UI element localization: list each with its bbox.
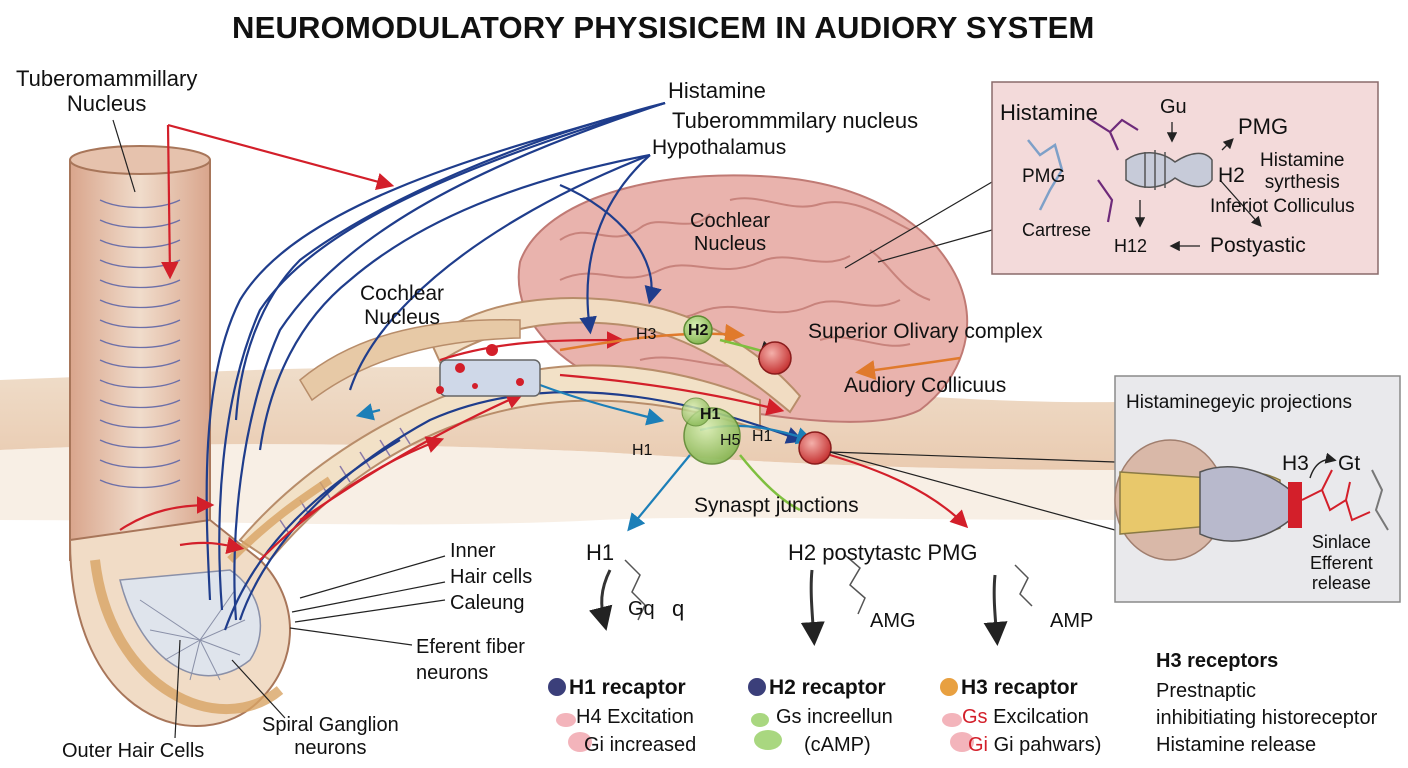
label-tuberommmilary-nucleus: Tuberommmilary nucleus xyxy=(672,108,919,133)
label-center-h1-right: H1 xyxy=(752,428,773,445)
label-synapse-h3: H3 xyxy=(636,326,657,343)
inset-top-synapse xyxy=(1125,150,1213,190)
cochlea-fan-lines xyxy=(139,589,246,681)
label-cochlear-nucleus-left: Cochlear Nucleus xyxy=(360,282,445,330)
receptor-h3-label: H3 recaptor xyxy=(940,676,1078,700)
inset-top-pmg-right: PMG xyxy=(1238,114,1289,139)
synapse-bundle xyxy=(439,359,541,397)
label-pathway-h1: H1 xyxy=(586,540,615,565)
red-arrows xyxy=(119,123,969,561)
label-pathway-h1-g: Gq xyxy=(628,598,655,620)
inset-right-red-branches xyxy=(1301,469,1371,522)
vertical-tube xyxy=(69,151,211,561)
diagram-title: NEUROMODULATORY PHYSISICEM IN AUDIORY SY… xyxy=(232,10,1095,45)
brainstem-band-2 xyxy=(299,319,521,402)
inset-top-purple-chain xyxy=(1087,117,1139,223)
receptor-h2-dot-icon xyxy=(748,678,766,696)
inset-top-arrows xyxy=(1134,122,1262,252)
inset-top-pmg-left: PMG xyxy=(1022,166,1066,187)
label-synapse-h2: H2 xyxy=(688,322,709,339)
cochlea-outer-band xyxy=(90,559,284,715)
synapse-bundle-red xyxy=(436,344,524,394)
inset-top-h12: H12 xyxy=(1114,236,1148,256)
receptor-h3-line2: Gi Gi pahwars) xyxy=(968,734,1102,756)
label-outer-hair-cells: Outer Hair Cells xyxy=(62,740,205,762)
inset-right-arrow xyxy=(1309,452,1337,479)
label-spiral-ganglion: Spiral Ganglion neurons xyxy=(262,714,399,759)
receptor-blobs xyxy=(556,713,974,752)
inset-right-h3: H3 xyxy=(1282,452,1309,475)
receptor-h3-dot-icon xyxy=(940,678,958,696)
pathway-arrows xyxy=(588,569,1008,646)
label-synaspt-junctions: Synaspt junctions xyxy=(694,494,859,517)
inset-top-histamine: Histamine xyxy=(1000,100,1098,125)
inset-top-histamine-synthesis: Histamine syrthesis xyxy=(1260,150,1345,193)
blue-fibers xyxy=(205,101,805,631)
synapse-red-ball-lower xyxy=(798,431,832,465)
label-pathway-h2: H2 postytastc PMG xyxy=(788,540,978,565)
synapse-green-cluster-2 xyxy=(681,397,711,427)
label-cochlear-nucleus-brain: Cochlear Nucleus xyxy=(690,210,771,255)
label-eferent-fiber: Eferent fiber neurons xyxy=(416,636,525,684)
inset-top-gu: Gu xyxy=(1160,96,1187,118)
synapse-h2-ball xyxy=(683,315,713,345)
tube-opening xyxy=(69,145,211,175)
label-h1-left: H1 xyxy=(632,442,653,459)
label-audiory-collicuus: Audiory Collicuus xyxy=(844,374,1007,397)
h3-receptors-line-2: inhibitiating historeceptor xyxy=(1156,707,1378,729)
inset-right-grey-chain xyxy=(1371,469,1389,531)
receptor-h2-label: H2 recaptor xyxy=(748,676,886,700)
receptor-h1-dot-icon xyxy=(548,678,566,696)
inset-top-inferiot-colliculus: Inferiot Colliculus xyxy=(1210,196,1355,217)
receptor-h2-line1: Gs increellun xyxy=(776,706,893,728)
label-superior-olivary-complex: Superior Olivary complex xyxy=(808,320,1043,343)
inset-top-blue-chain xyxy=(1027,139,1064,211)
h3-receptors-line-1: Prestnaptic xyxy=(1156,680,1257,702)
tube-rings xyxy=(99,199,181,489)
leader-lines xyxy=(112,119,1116,739)
receptor-h2-line2: (cAMP) xyxy=(804,734,871,756)
synapse-h1-red-ball xyxy=(758,341,792,375)
label-pathway-h2-g: AMG xyxy=(870,610,916,632)
receptor-h1-label: H1 recaptor xyxy=(548,676,686,700)
label-histamine: Histamine xyxy=(668,78,766,103)
h3-receptors-heading: H3 receptors xyxy=(1156,650,1279,672)
receptor-h1-line1: H4 Excitation xyxy=(576,706,694,728)
pathway-molecules xyxy=(624,554,1033,621)
inset-right-heading: Histaminegeyic projections xyxy=(1126,392,1352,413)
inset-right-red-terminal xyxy=(1288,482,1302,528)
h3-receptors-line-3: Histamine release xyxy=(1156,734,1317,756)
inset-top-postyastic: Postyastic xyxy=(1210,234,1306,257)
receptor-h1-line2: Gi increased xyxy=(584,734,697,756)
label-center-h1: H1 xyxy=(700,406,721,423)
label-pathway-h3-g: AMP xyxy=(1050,610,1094,632)
label-pathway-h1-tail: q xyxy=(672,596,685,621)
label-inner-hair-cells: Inner Hair cells Caleung xyxy=(450,540,533,614)
receptor-h3-line1: Gs Excilcation xyxy=(962,706,1089,728)
inset-right-sinlace: Sinlace Efferent release xyxy=(1310,532,1373,594)
label-center-h5: H5 xyxy=(720,432,741,449)
label-tuberomammillary-nucleus: Tuberomammillary Nucleus xyxy=(16,66,198,117)
label-hypothalamus: Hypothalamus xyxy=(652,136,787,159)
inset-right-gt: Gt xyxy=(1338,452,1361,475)
orange-arrows xyxy=(559,323,961,380)
inset-top-cartrese: Cartrese xyxy=(1022,220,1092,240)
inset-top-h2: H2 xyxy=(1218,164,1245,187)
